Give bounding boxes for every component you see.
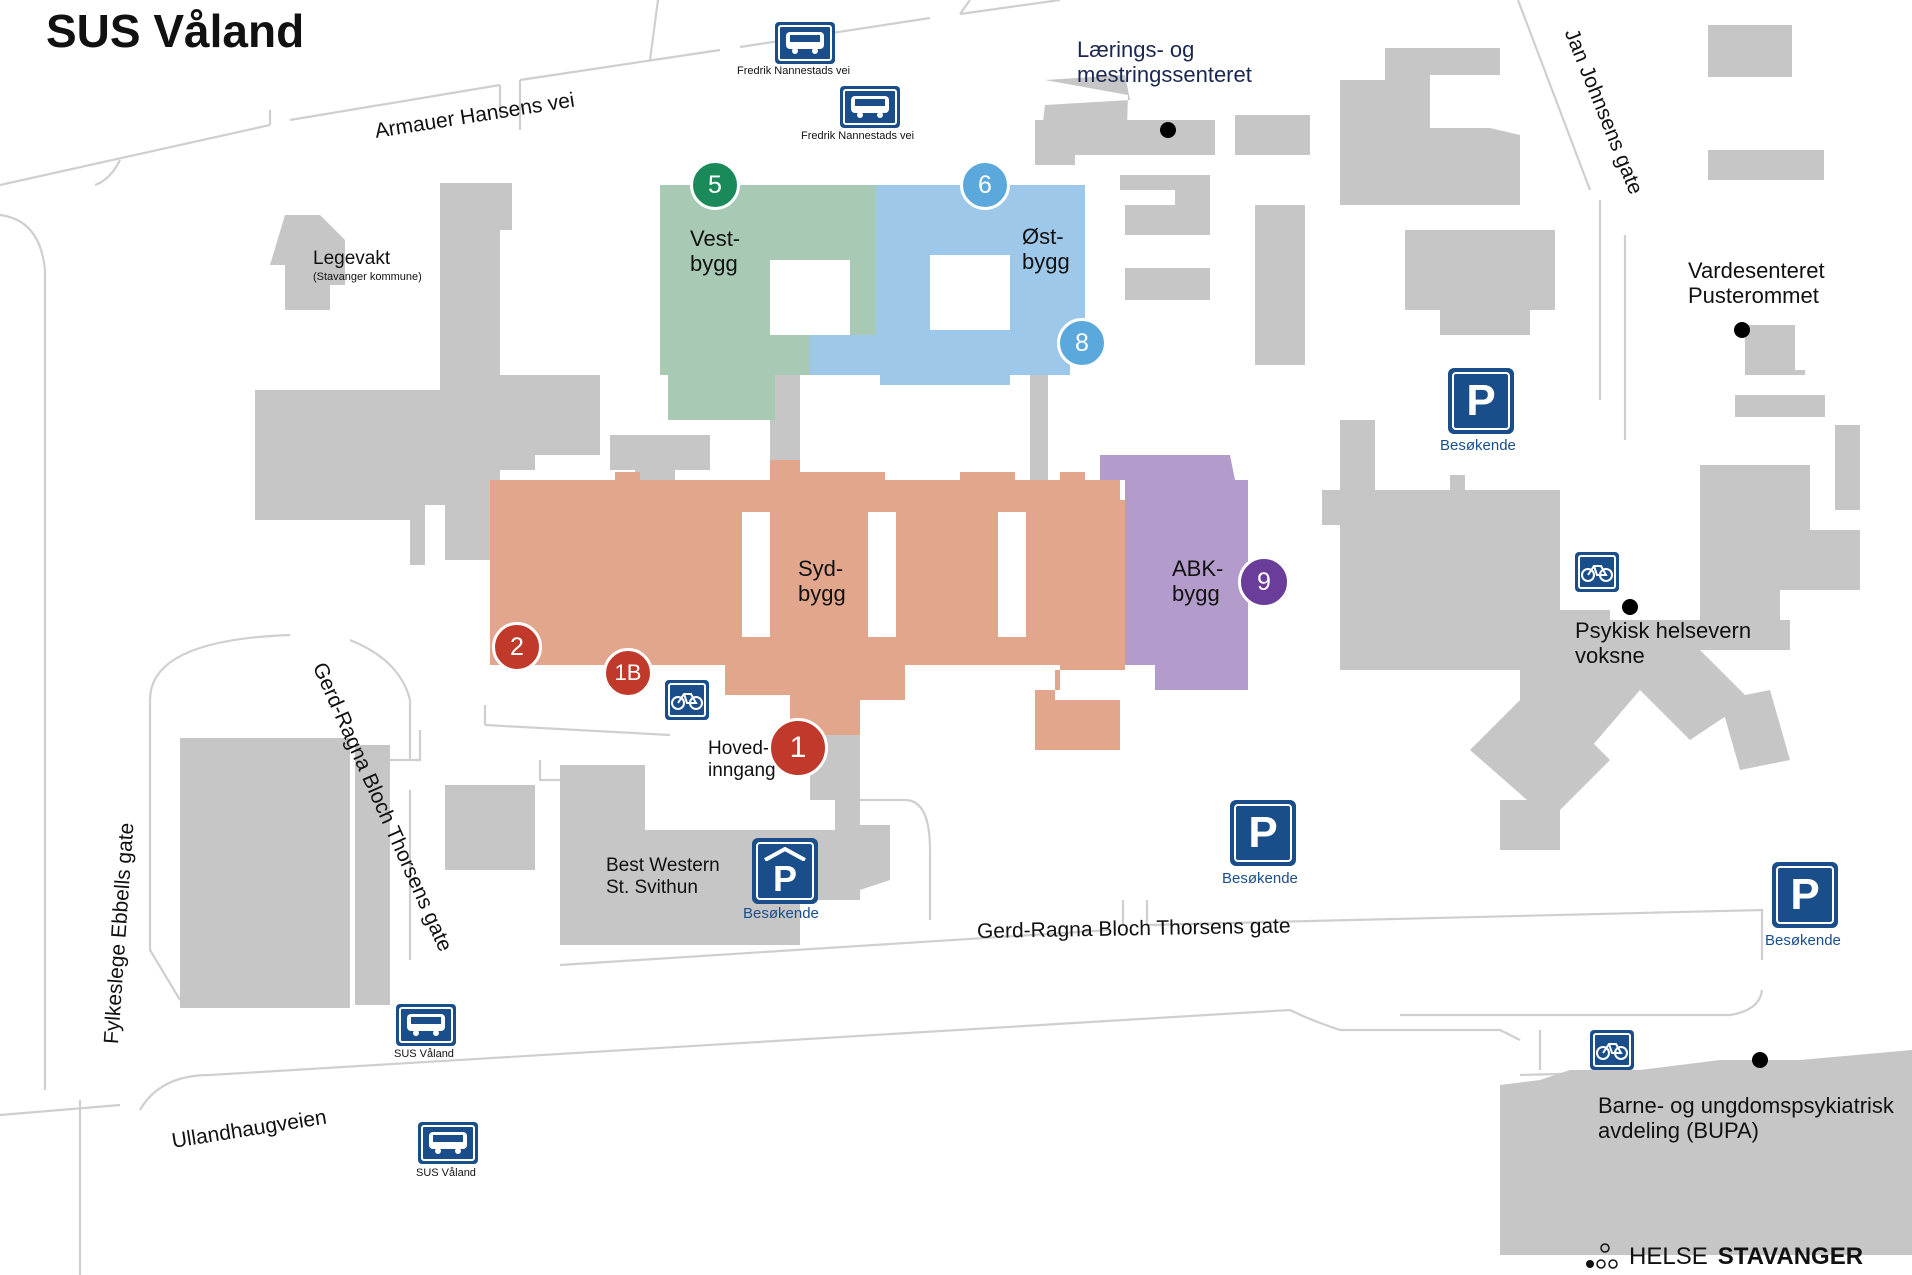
entrance-marker-1[interactable]: 1: [768, 718, 828, 778]
bicycle-parking-sign-1[interactable]: [665, 680, 709, 720]
place-label-psykisk: Psykisk helsevern voksne: [1575, 618, 1752, 669]
sydbygg-gap-3: [998, 512, 1026, 637]
place-label-laerings: Lærings- og mestringssenteret: [1077, 37, 1252, 88]
logo-text-stavanger: STAVANGER: [1717, 1243, 1864, 1270]
logo-dots-icon: [1586, 1243, 1618, 1269]
parking-symbol: P: [1452, 372, 1510, 430]
bicycle-icon: [1581, 565, 1613, 582]
entrance-marker-2[interactable]: 2: [492, 622, 542, 672]
logo-text-helse: HELSE: [1629, 1243, 1708, 1270]
place-label-legevakt-sub: (Stavanger kommune): [313, 271, 422, 283]
vestbygg-courtyard: [770, 260, 850, 335]
location-dot-vardesenteret: [1734, 322, 1750, 338]
building-label-abk: ABK- bygg: [1172, 556, 1224, 607]
place-label-vardesenteret: Vardesenteret Pusterommet: [1688, 258, 1825, 309]
location-dot-laerings: [1160, 122, 1176, 138]
bus-icon: [407, 1014, 445, 1036]
bus-stop-sign-3[interactable]: [396, 1004, 456, 1046]
place-label-bupa: Barne- og ungdomspsykiatrisk avdeling (B…: [1598, 1093, 1894, 1144]
bus-stop-caption-2: Fredrik Nannestads vei: [801, 130, 915, 142]
entrance-marker-9[interactable]: 9: [1238, 556, 1290, 608]
location-dot-psykisk: [1622, 599, 1638, 615]
parking-sign-2[interactable]: P: [1230, 800, 1296, 866]
entrance-marker-6[interactable]: 6: [960, 160, 1010, 210]
bus-icon: [851, 96, 889, 118]
sydbygg-building[interactable]: [490, 460, 1148, 750]
parking-caption: Besøkende: [1440, 437, 1516, 454]
parking-garage-symbol: P: [756, 842, 814, 900]
bus-icon: [429, 1132, 467, 1154]
bicycle-parking-sign-2[interactable]: [1575, 552, 1619, 592]
parking-symbol: P: [772, 858, 797, 899]
bus-stop-caption-4: SUS Våland: [416, 1167, 476, 1179]
bus-stop-caption-3: SUS Våland: [394, 1048, 454, 1060]
bicycle-icon: [1596, 1043, 1628, 1060]
entrance-marker-1b[interactable]: 1B: [603, 648, 653, 698]
parking-caption: Besøkende: [1765, 932, 1841, 949]
place-label-hovedinngang: Hoved- inngang: [708, 738, 776, 781]
building-label-vestbygg: Vest- bygg: [690, 226, 741, 277]
bus-stop-caption-1: Fredrik Nannestads vei: [737, 65, 851, 77]
bus-stop-sign-2[interactable]: [840, 86, 900, 128]
parking-sign-1[interactable]: P: [1448, 368, 1514, 434]
parking-symbol: P: [1776, 866, 1834, 924]
entrance-marker-5[interactable]: 5: [690, 160, 740, 210]
building-label-sydbygg: Syd- bygg: [798, 556, 846, 607]
parking-sign-3[interactable]: P: [1772, 862, 1838, 928]
parking-caption: Besøkende: [743, 905, 819, 922]
abk-building[interactable]: [1100, 455, 1248, 690]
ostbygg-courtyard: [930, 255, 1010, 330]
sydbygg-gap-2: [868, 512, 896, 637]
entrance-marker-8[interactable]: 8: [1057, 318, 1107, 368]
building-label-ostbygg: Øst- bygg: [1022, 224, 1070, 275]
map-title: SUS Våland: [46, 5, 305, 57]
garage-roof-icon: [764, 847, 806, 861]
bicycle-icon: [671, 693, 703, 710]
bicycle-parking-sign-3[interactable]: [1590, 1030, 1634, 1070]
gray-buildings: [180, 25, 1912, 1255]
vestbygg-building[interactable]: [660, 185, 875, 420]
location-dot-bupa: [1752, 1052, 1768, 1068]
bus-icon: [786, 32, 824, 54]
parking-caption: Besøkende: [1222, 870, 1298, 887]
bus-stop-sign-1[interactable]: [775, 22, 835, 64]
parking-garage-sign[interactable]: P: [752, 838, 818, 904]
sydbygg-gap-1: [742, 512, 770, 637]
parking-symbol: P: [1234, 804, 1292, 862]
place-label-best-western: Best Western St. Svithun: [606, 855, 720, 898]
place-label-legevakt: Legevakt: [313, 248, 391, 269]
helse-stavanger-logo: HELSE STAVANGER: [1585, 1240, 1863, 1274]
bus-stop-sign-4[interactable]: [418, 1122, 478, 1164]
